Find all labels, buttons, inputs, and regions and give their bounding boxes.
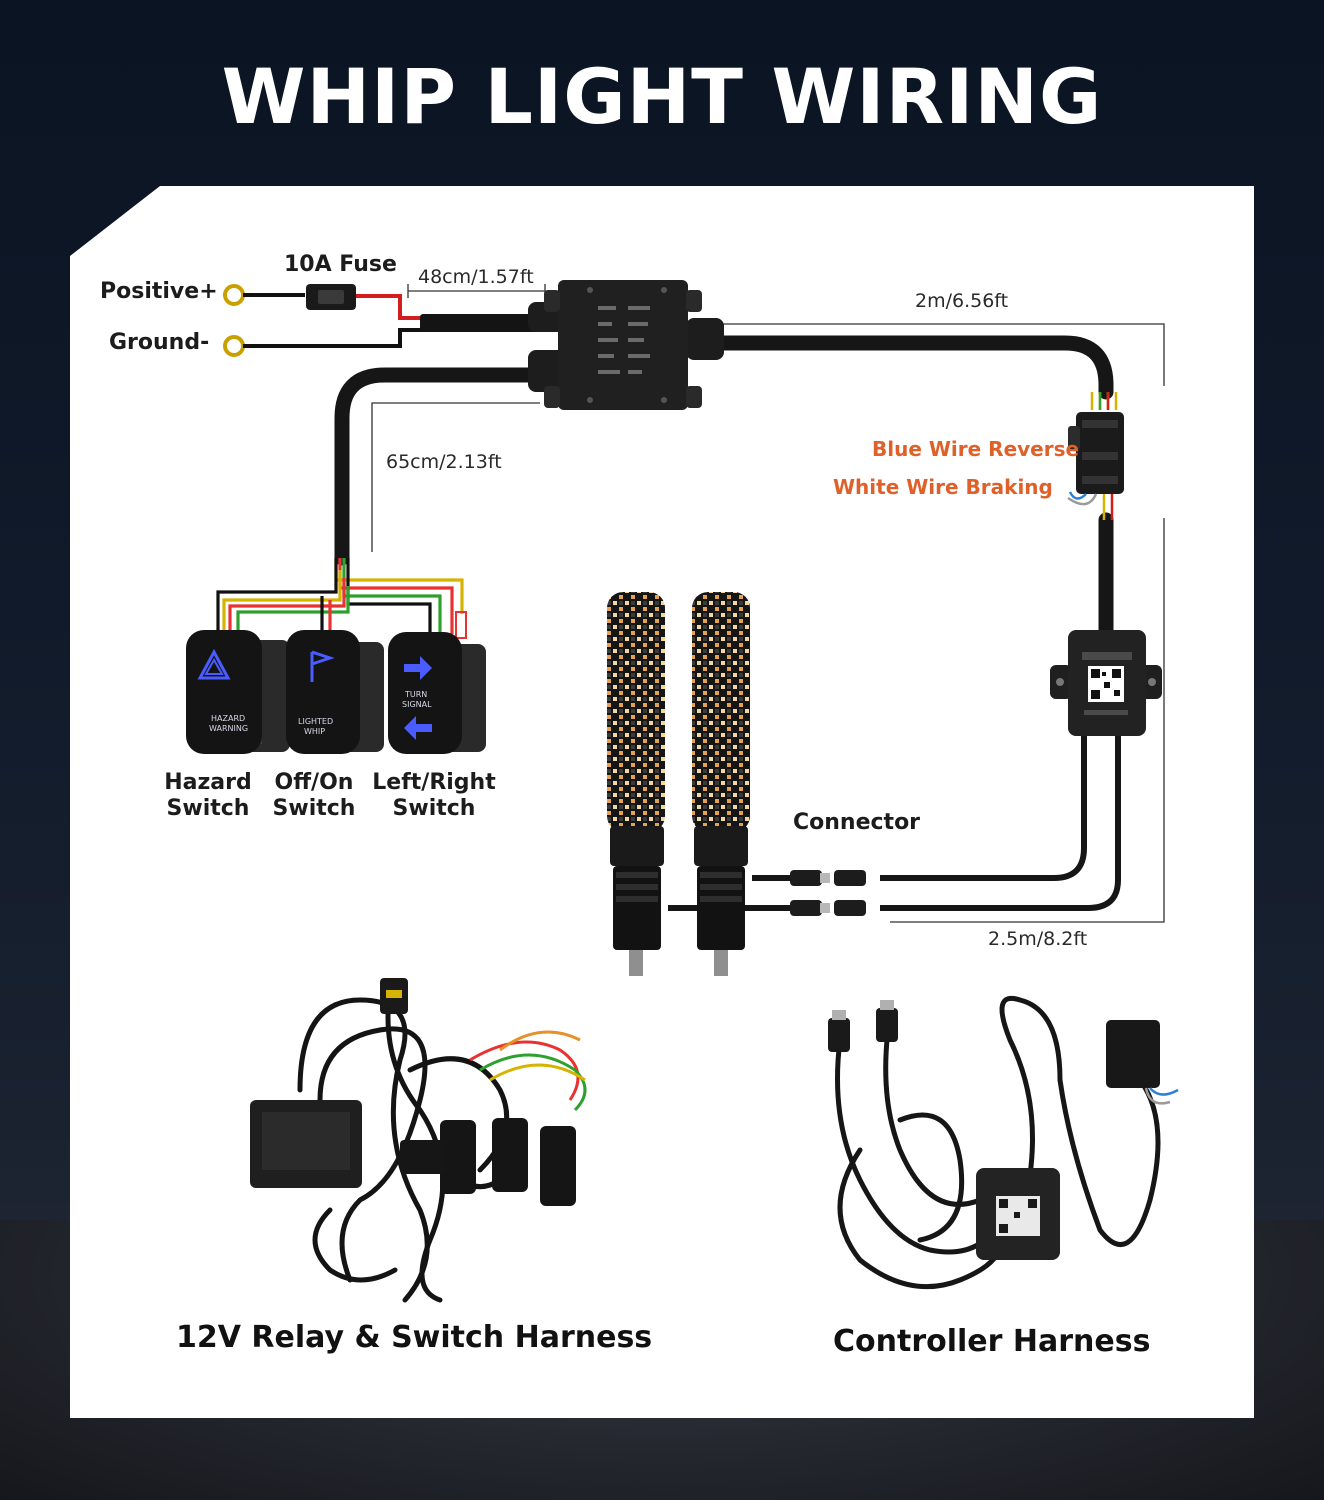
length-65cm-label: 65cm/2.13ft — [386, 451, 502, 473]
whip-light-left — [607, 592, 665, 976]
onoff-switch-suffix: Switch — [272, 796, 356, 822]
power-lead — [223, 284, 540, 357]
turn-signal-switch-body — [388, 632, 486, 754]
onoff-switch-label: Off/On Switch — [264, 770, 364, 823]
length-2m-label: 2m/6.56ft — [915, 290, 1009, 312]
main-cables — [334, 335, 1114, 640]
relay-harness-caption: 12V Relay & Switch Harness — [176, 1320, 653, 1355]
whip-face-line1: LIGHTED — [298, 717, 333, 726]
whip-onoff-switch-body — [286, 630, 384, 754]
right-arrow-icon — [404, 656, 432, 680]
turn-face-line2: SIGNAL — [402, 700, 432, 709]
leg-connectors — [790, 870, 866, 916]
plug-connector — [1067, 392, 1124, 520]
controller-harness-photo — [828, 996, 1179, 1290]
ground-label: Ground- — [109, 330, 210, 355]
hazard-face-line1: HAZARD — [211, 714, 245, 723]
page-title: WHIP LIGHT WIRING — [221, 52, 1103, 141]
turn-face-line1: TURN — [404, 690, 427, 699]
hazard-triangle-icon — [197, 648, 231, 680]
white-wire-label: White Wire Braking — [833, 475, 1053, 499]
positive-ring-terminal-icon — [223, 284, 245, 306]
connector-label: Connector — [793, 810, 921, 835]
blue-wire-label: Blue Wire Reverse — [872, 437, 1080, 461]
hazard-switch-body — [186, 630, 290, 754]
rocker-switches: HAZARD WARNING LIGHTED WHIP TURN SIGNAL — [186, 630, 486, 754]
leftright-switch-name: Left/Right — [372, 770, 496, 795]
ground-ring-terminal-icon — [223, 335, 245, 357]
leftright-switch-suffix: Switch — [392, 796, 476, 822]
left-arrow-icon — [404, 716, 432, 740]
onoff-switch-name: Off/On — [274, 770, 354, 795]
relay-box — [528, 280, 724, 410]
whip-light-right — [692, 592, 750, 976]
positive-label: Positive+ — [100, 279, 218, 304]
switch-wires — [216, 558, 467, 639]
hazard-switch-name: Hazard — [164, 770, 252, 795]
hazard-switch-label: Hazard Switch — [158, 770, 258, 823]
leftright-switch-label: Left/Right Switch — [372, 770, 496, 823]
controller-harness-caption: Controller Harness — [833, 1324, 1151, 1359]
length-48cm-label: 48cm/1.57ft — [418, 266, 534, 288]
hazard-face-line2: WARNING — [209, 724, 248, 733]
hazard-switch-suffix: Switch — [166, 796, 250, 822]
relay-harness-photo — [250, 978, 587, 1303]
whip-face-line2: WHIP — [304, 727, 325, 736]
led-controller — [1050, 630, 1162, 736]
length-2-5m-label: 2.5m/8.2ft — [988, 928, 1088, 950]
fuse-label: 10A Fuse — [284, 252, 397, 277]
flag-icon — [310, 650, 335, 682]
